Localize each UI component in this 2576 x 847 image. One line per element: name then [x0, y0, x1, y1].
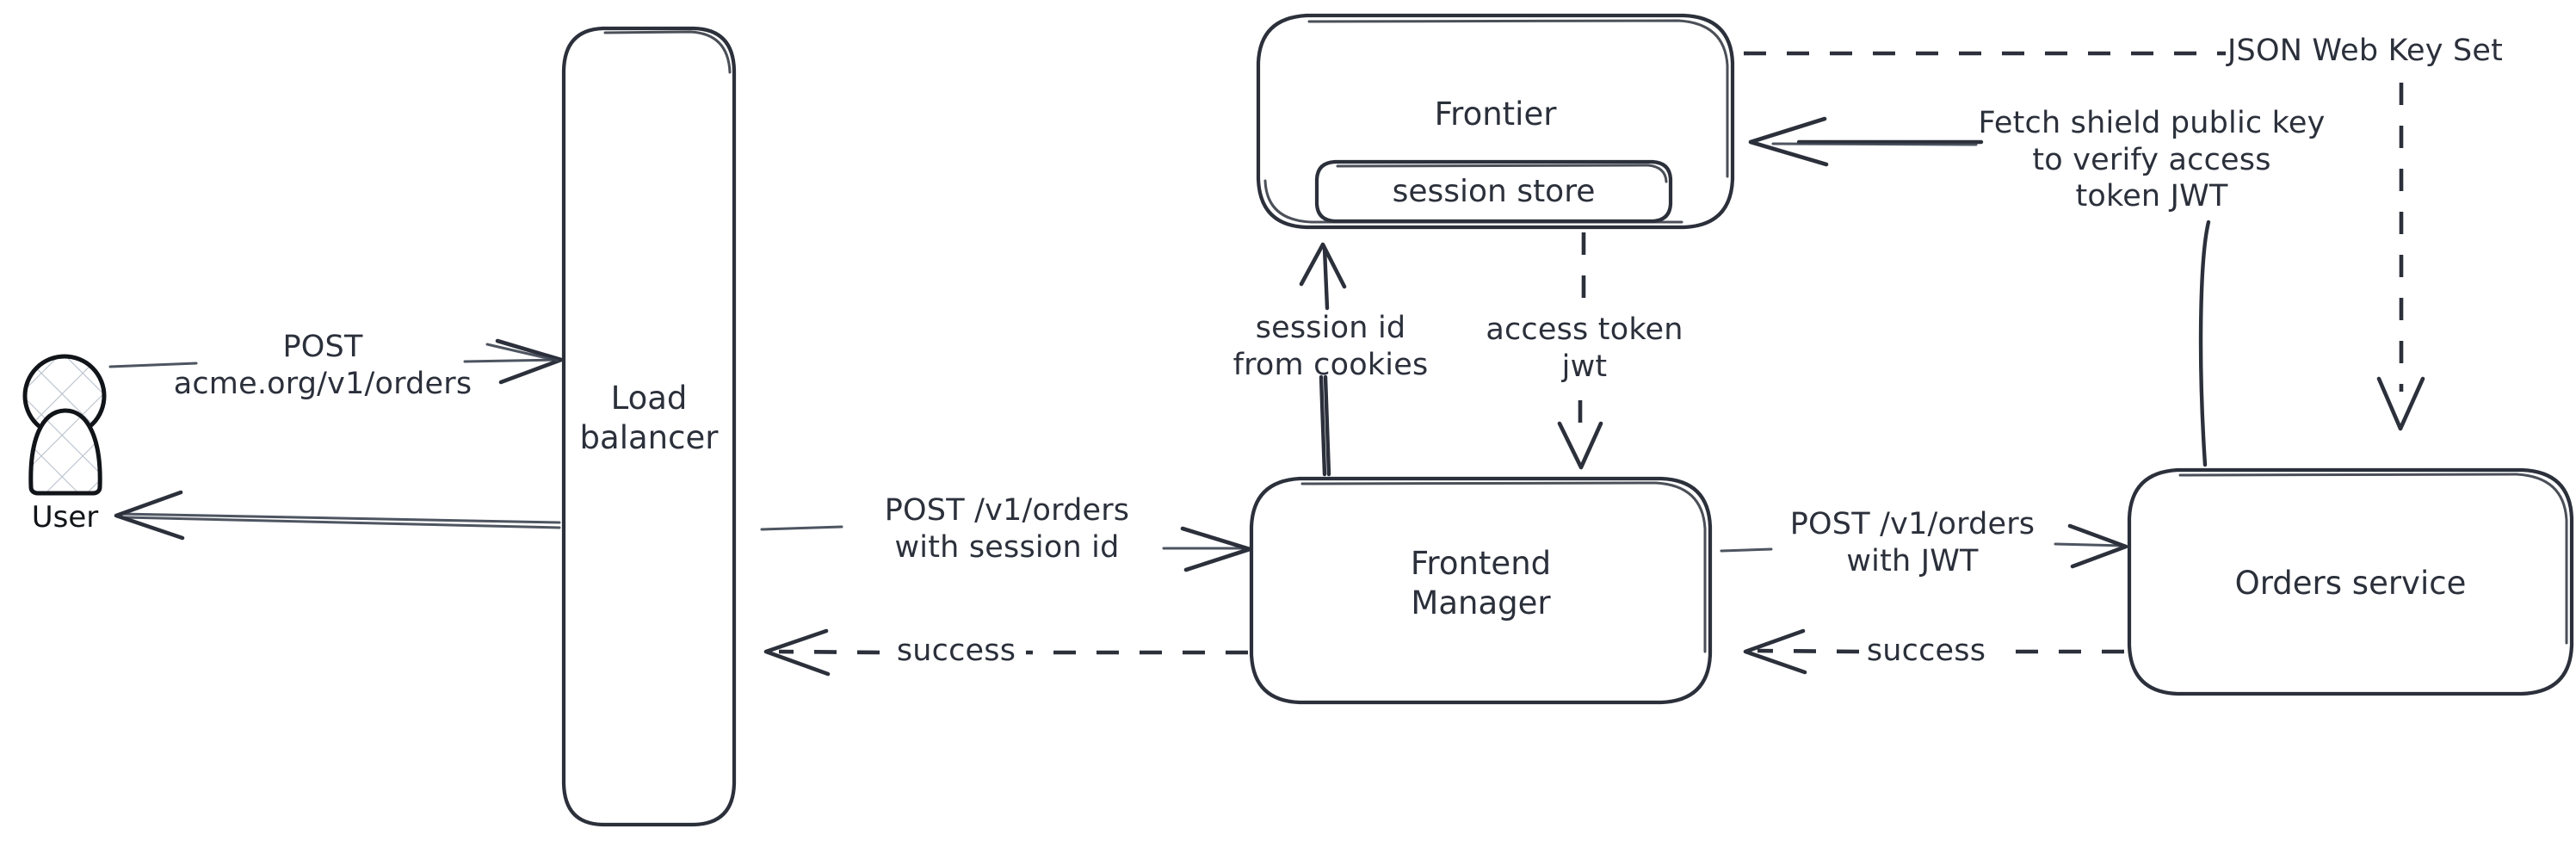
frontier-label: Frontier	[1434, 96, 1557, 133]
edge-frontend-manager-to-frontier-session-id	[1299, 242, 1347, 477]
edge-lb-to-frontend-manager	[760, 525, 1252, 572]
session-store-label: session store	[1392, 174, 1596, 209]
session-store-node[interactable]	[1314, 159, 1673, 224]
edge-frontier-to-frontend-manager-access-token	[1557, 232, 1603, 470]
edge-frontend-manager-to-lb-success	[763, 628, 1248, 677]
edge-label-access-token-jwt: access token jwt	[1486, 312, 1683, 384]
edge-label-session-id-from-cookies: session id from cookies	[1232, 311, 1429, 382]
edge-label-fetch-shield-public-key: Fetch shield public key to verify access…	[1978, 106, 2326, 214]
edge-label-success-lb: success	[896, 634, 1016, 668]
load-balancer-node[interactable]	[561, 26, 737, 827]
frontend-manager-node[interactable]	[1249, 476, 1713, 705]
orders-service-node[interactable]	[2127, 467, 2574, 696]
user-label: User	[31, 500, 99, 535]
edge-label-post-v1-orders-jwt: POST /v1/orders with JWT	[1789, 507, 2035, 578]
frontend-manager-label: Frontend Manager	[1410, 545, 1552, 622]
edge-label-post-v1-orders-session-id: POST /v1/orders with session id	[884, 493, 1130, 565]
edge-frontend-manager-to-orders	[1720, 523, 2128, 569]
edge-frontier-to-orders-jwks	[1744, 51, 2425, 431]
edge-user-to-load-balancer	[108, 338, 564, 385]
user-actor-icon	[22, 354, 107, 496]
edge-label-success-fm: success	[1866, 634, 1986, 668]
edge-load-balancer-to-user	[114, 490, 561, 541]
load-balancer-label: Load balancer	[579, 380, 719, 457]
edge-label-post-acme-orders: POST acme.org/v1/orders	[173, 330, 473, 401]
edge-orders-to-frontend-manager-success	[1743, 628, 2124, 675]
edge-label-json-web-key-set: JSON Web Key Set	[2227, 34, 2504, 68]
orders-service-label: Orders service	[2234, 565, 2467, 602]
edge-orders-to-frontier-fetch-key	[1748, 116, 2211, 467]
